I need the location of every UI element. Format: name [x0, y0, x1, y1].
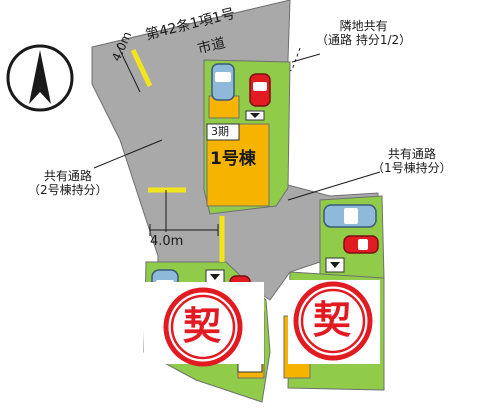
boundary-dotted-line [284, 47, 301, 73]
meter-box-icon [205, 269, 225, 285]
contract-seal-icon [293, 281, 373, 361]
dimension-line [116, 43, 141, 93]
contract-seal-icon [163, 287, 243, 367]
neighbor-shared-line2: （通路 持分1/2） [316, 32, 412, 47]
contract-seal-char: 契 [313, 298, 352, 342]
shared-path-left-label: 共有通路 （2号棟持分） [28, 169, 108, 198]
shared-path-left-line2: （2号棟持分） [28, 182, 108, 197]
north-arrow-icon [6, 44, 74, 112]
shared-path-right-line1: 共有通路 [387, 147, 436, 161]
car-icon [343, 235, 379, 254]
building-1-block [206, 123, 270, 207]
shared-path-right-line2: （1号棟持分） [372, 160, 452, 175]
building-1-label: 1号棟 [210, 149, 256, 169]
meter-box-icon [325, 257, 345, 273]
car-icon [249, 73, 271, 107]
phase-label: 3期 [211, 125, 229, 138]
shared-path-right-label: 共有通路 （1号棟持分） [372, 147, 452, 176]
car-icon [211, 63, 235, 101]
leader-line [93, 53, 381, 232]
meter-box-icon [245, 110, 265, 121]
neighbor-shared-label: 隣地共有 （通路 持分1/2） [316, 19, 412, 48]
boundary-marker [130, 48, 225, 262]
car-icon [323, 204, 377, 228]
phase-box [206, 123, 240, 141]
neighbor-shared-line1: 隣地共有 [339, 19, 388, 33]
contract-seal-char: 契 [183, 304, 222, 348]
shared-path-left-line1: 共有通路 [43, 169, 92, 183]
shared-path-width-label: 4.0m [150, 234, 184, 249]
dimension-line [149, 224, 219, 236]
